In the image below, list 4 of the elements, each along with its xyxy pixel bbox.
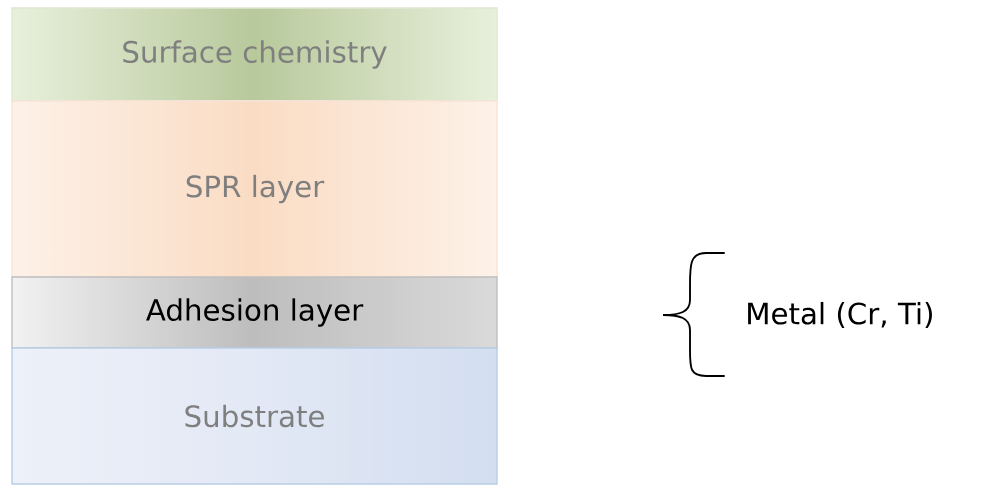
layer-box: Substrate: [11, 347, 498, 485]
layer-box: Adhesion layer: [11, 276, 498, 349]
side-label: Metal (Cr, Ti): [748, 301, 932, 329]
layer-box: Surface chemistry: [11, 7, 498, 102]
